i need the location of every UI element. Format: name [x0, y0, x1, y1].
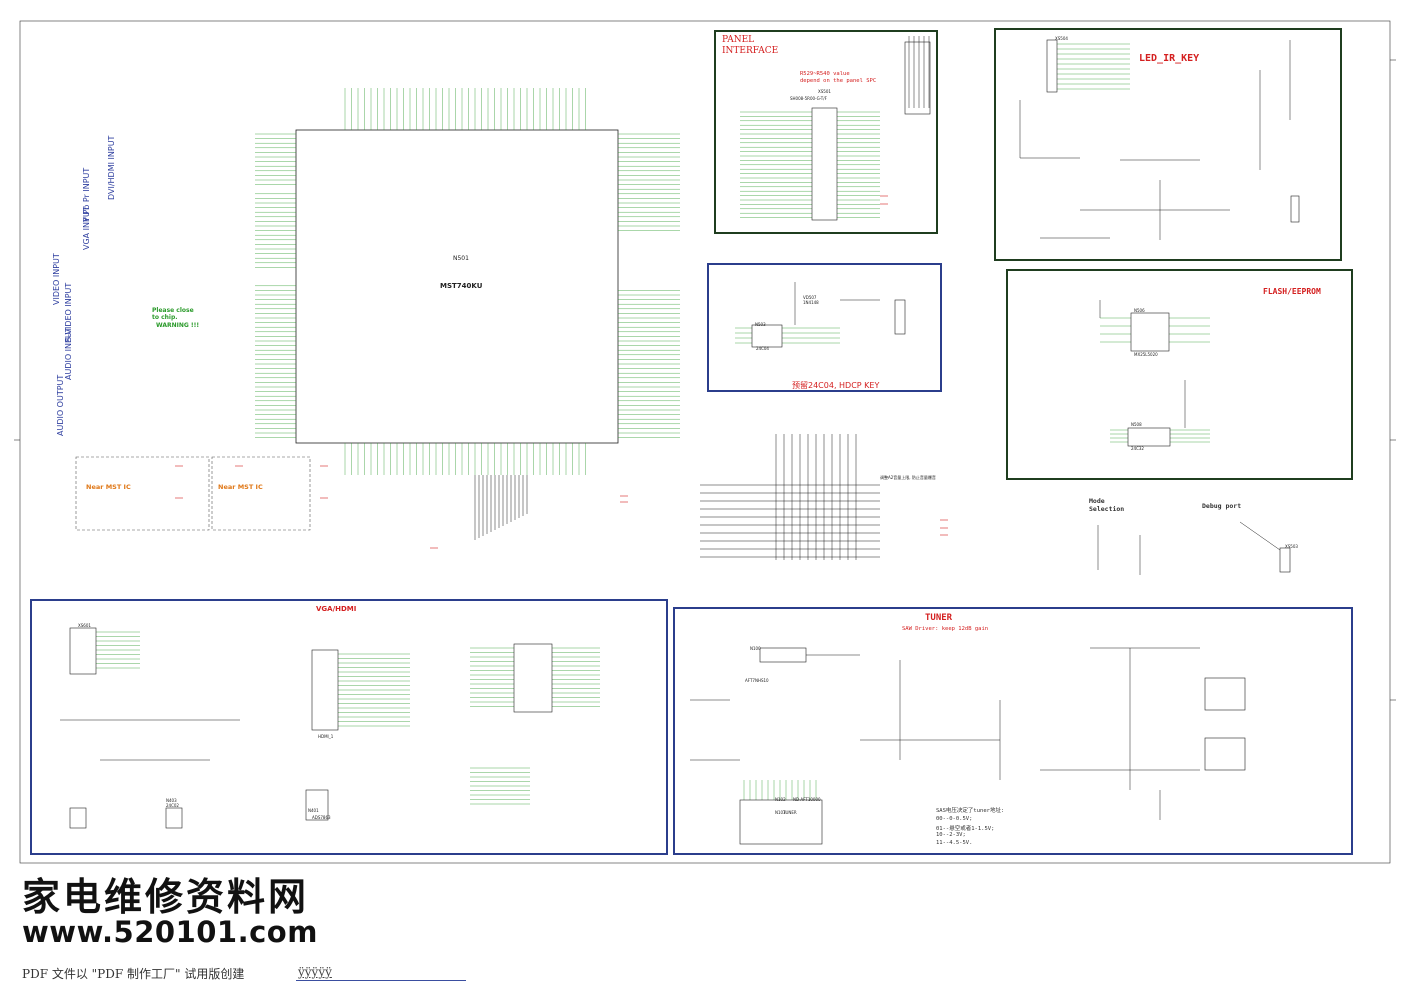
- flash-eeprom-box: [1006, 269, 1353, 480]
- flash-title: FLASH/EEPROM: [1263, 287, 1321, 296]
- panel-interface-title-1: PANEL: [722, 35, 755, 45]
- tuner-module-part: TUNER: [783, 810, 797, 815]
- vga-hdmi-title: VGA/HDMI: [316, 605, 357, 613]
- component-body: [751, 324, 783, 348]
- hdcp-diode-part: 1N4148: [803, 300, 819, 305]
- tuner-subtitle: SAW Driver: keep 12dB gain: [902, 626, 989, 632]
- led-ir-key-box: [994, 28, 1342, 261]
- main-ic-body: [295, 129, 619, 444]
- hdcp-ic-part: 24C04: [756, 346, 769, 351]
- component-body: [69, 807, 87, 829]
- component-body: [759, 647, 807, 663]
- component-body: [811, 107, 838, 221]
- panel-interface-title-2: INTERFACE: [722, 46, 779, 56]
- near-mst-label-1: Near MST IC: [86, 483, 131, 491]
- panel-note-2: depend on the panel SPC: [800, 78, 877, 84]
- near-mst-box-1: [75, 456, 210, 531]
- flash-ic1-part: MX25L5020: [1134, 352, 1158, 357]
- mode-selection-title-1: Mode: [1089, 497, 1105, 505]
- component-body: [513, 643, 553, 713]
- tuner-note-5: 11--4.5-5V.: [936, 840, 973, 846]
- note-warning: WARNING !!!: [156, 322, 200, 329]
- flash-ic1-ref: N506: [1134, 308, 1145, 313]
- flash-ic2-part: 24C32: [1131, 446, 1144, 451]
- hdcp-box: [707, 263, 942, 392]
- tuner-note-4: 10--2-3V;: [936, 832, 966, 838]
- vga-connector-ref: XS601: [78, 623, 91, 628]
- tuner-title: TUNER: [925, 613, 953, 623]
- hdcp-title: 预留24C04, HDCP KEY: [792, 381, 880, 390]
- component-body: [1127, 427, 1171, 447]
- note-volume: 调整A2音量上限, 防止音量爆音: [880, 475, 936, 480]
- footer-underline: [296, 980, 466, 981]
- watermark-chinese: 家电维修资料网: [22, 874, 310, 919]
- note-please-close: Please close: [152, 307, 194, 314]
- panel-connector-ref: XS501: [818, 89, 831, 94]
- tuner-box: [673, 607, 1353, 855]
- footer-text: PDF 文件以 "PDF 制作工厂" 试用版创建: [22, 967, 245, 981]
- component-body: [165, 807, 183, 829]
- vga-input-label: VGA INPUT: [82, 206, 91, 250]
- audio-input-label: AUDIO INPUT: [64, 327, 73, 380]
- component-body: [305, 789, 329, 821]
- hdcp-ic-ref: N503: [755, 322, 766, 327]
- tuner-note-2: 00--0-0.5V;: [936, 816, 973, 822]
- near-mst-label-2: Near MST IC: [218, 483, 263, 491]
- component-body: [1130, 312, 1170, 352]
- hdcp-diode-ref: VD507: [803, 295, 817, 300]
- component-body: [1204, 677, 1246, 711]
- panel-interface-box: [714, 30, 938, 234]
- hdmi-connector-ref: HDMI_1: [318, 734, 334, 739]
- wire: [1239, 521, 1281, 551]
- vga-ic2-part: 24C02: [166, 803, 179, 808]
- component-body: [739, 799, 823, 845]
- vga-ic-ref: N401: [308, 808, 319, 813]
- vga-ic-part: ADS7863: [312, 815, 331, 820]
- tuner-module-ref: N103: [775, 810, 786, 815]
- dvi-hdmi-input-label: DVI/HDMI INPUT: [107, 135, 116, 200]
- component-body: [1279, 547, 1291, 573]
- audio-output-label: AUDIO OUTPUT: [56, 374, 65, 436]
- tuner-ic-part: ND-AFT10000: [793, 797, 821, 802]
- main-ic-ref: N501: [453, 255, 469, 262]
- component-body: [69, 627, 97, 675]
- debug-connector-ref: XS503: [1285, 544, 1298, 549]
- component-body: [311, 649, 339, 731]
- panel-connector-part: SH008-5R00-G-T/F: [790, 96, 827, 101]
- main-ic-part: MST740KU: [440, 282, 483, 290]
- near-mst-box-2: [211, 456, 311, 531]
- component-body: [904, 41, 931, 115]
- tuner-note-1: SAS电压决定了tuner地址:: [936, 808, 1005, 814]
- saw-ref: N100: [750, 646, 761, 651]
- flash-ic2-ref: N508: [1131, 422, 1142, 427]
- footer-link[interactable]: ÿÿÿÿÿ: [298, 965, 332, 979]
- led-connector-ref: XS504: [1055, 36, 1068, 41]
- component-body: [1046, 39, 1058, 93]
- component-body: [894, 299, 906, 335]
- component-body: [1204, 737, 1246, 771]
- led-ir-key-title: LED_IR_KEY: [1139, 53, 1200, 64]
- debug-port-title: Debug port: [1202, 502, 1242, 510]
- tuner-note-3: 01--悬空或者1-1.5V;: [936, 826, 995, 832]
- tuner-ic-ref: N102: [775, 797, 786, 802]
- video-input-label: VIDEO INPUT: [52, 253, 61, 305]
- mode-selection-title-2: Selection: [1089, 505, 1125, 513]
- panel-note-1: R529~R540 value: [800, 71, 850, 77]
- saw-part: AFT7NHS10: [745, 678, 769, 683]
- watermark-url: www.520101.com: [22, 915, 318, 949]
- vga-hdmi-box: [30, 599, 668, 855]
- note-to-chip: to chip.: [152, 314, 178, 321]
- vga-ic2-ref: N403: [166, 798, 177, 803]
- component-body: [1290, 195, 1300, 223]
